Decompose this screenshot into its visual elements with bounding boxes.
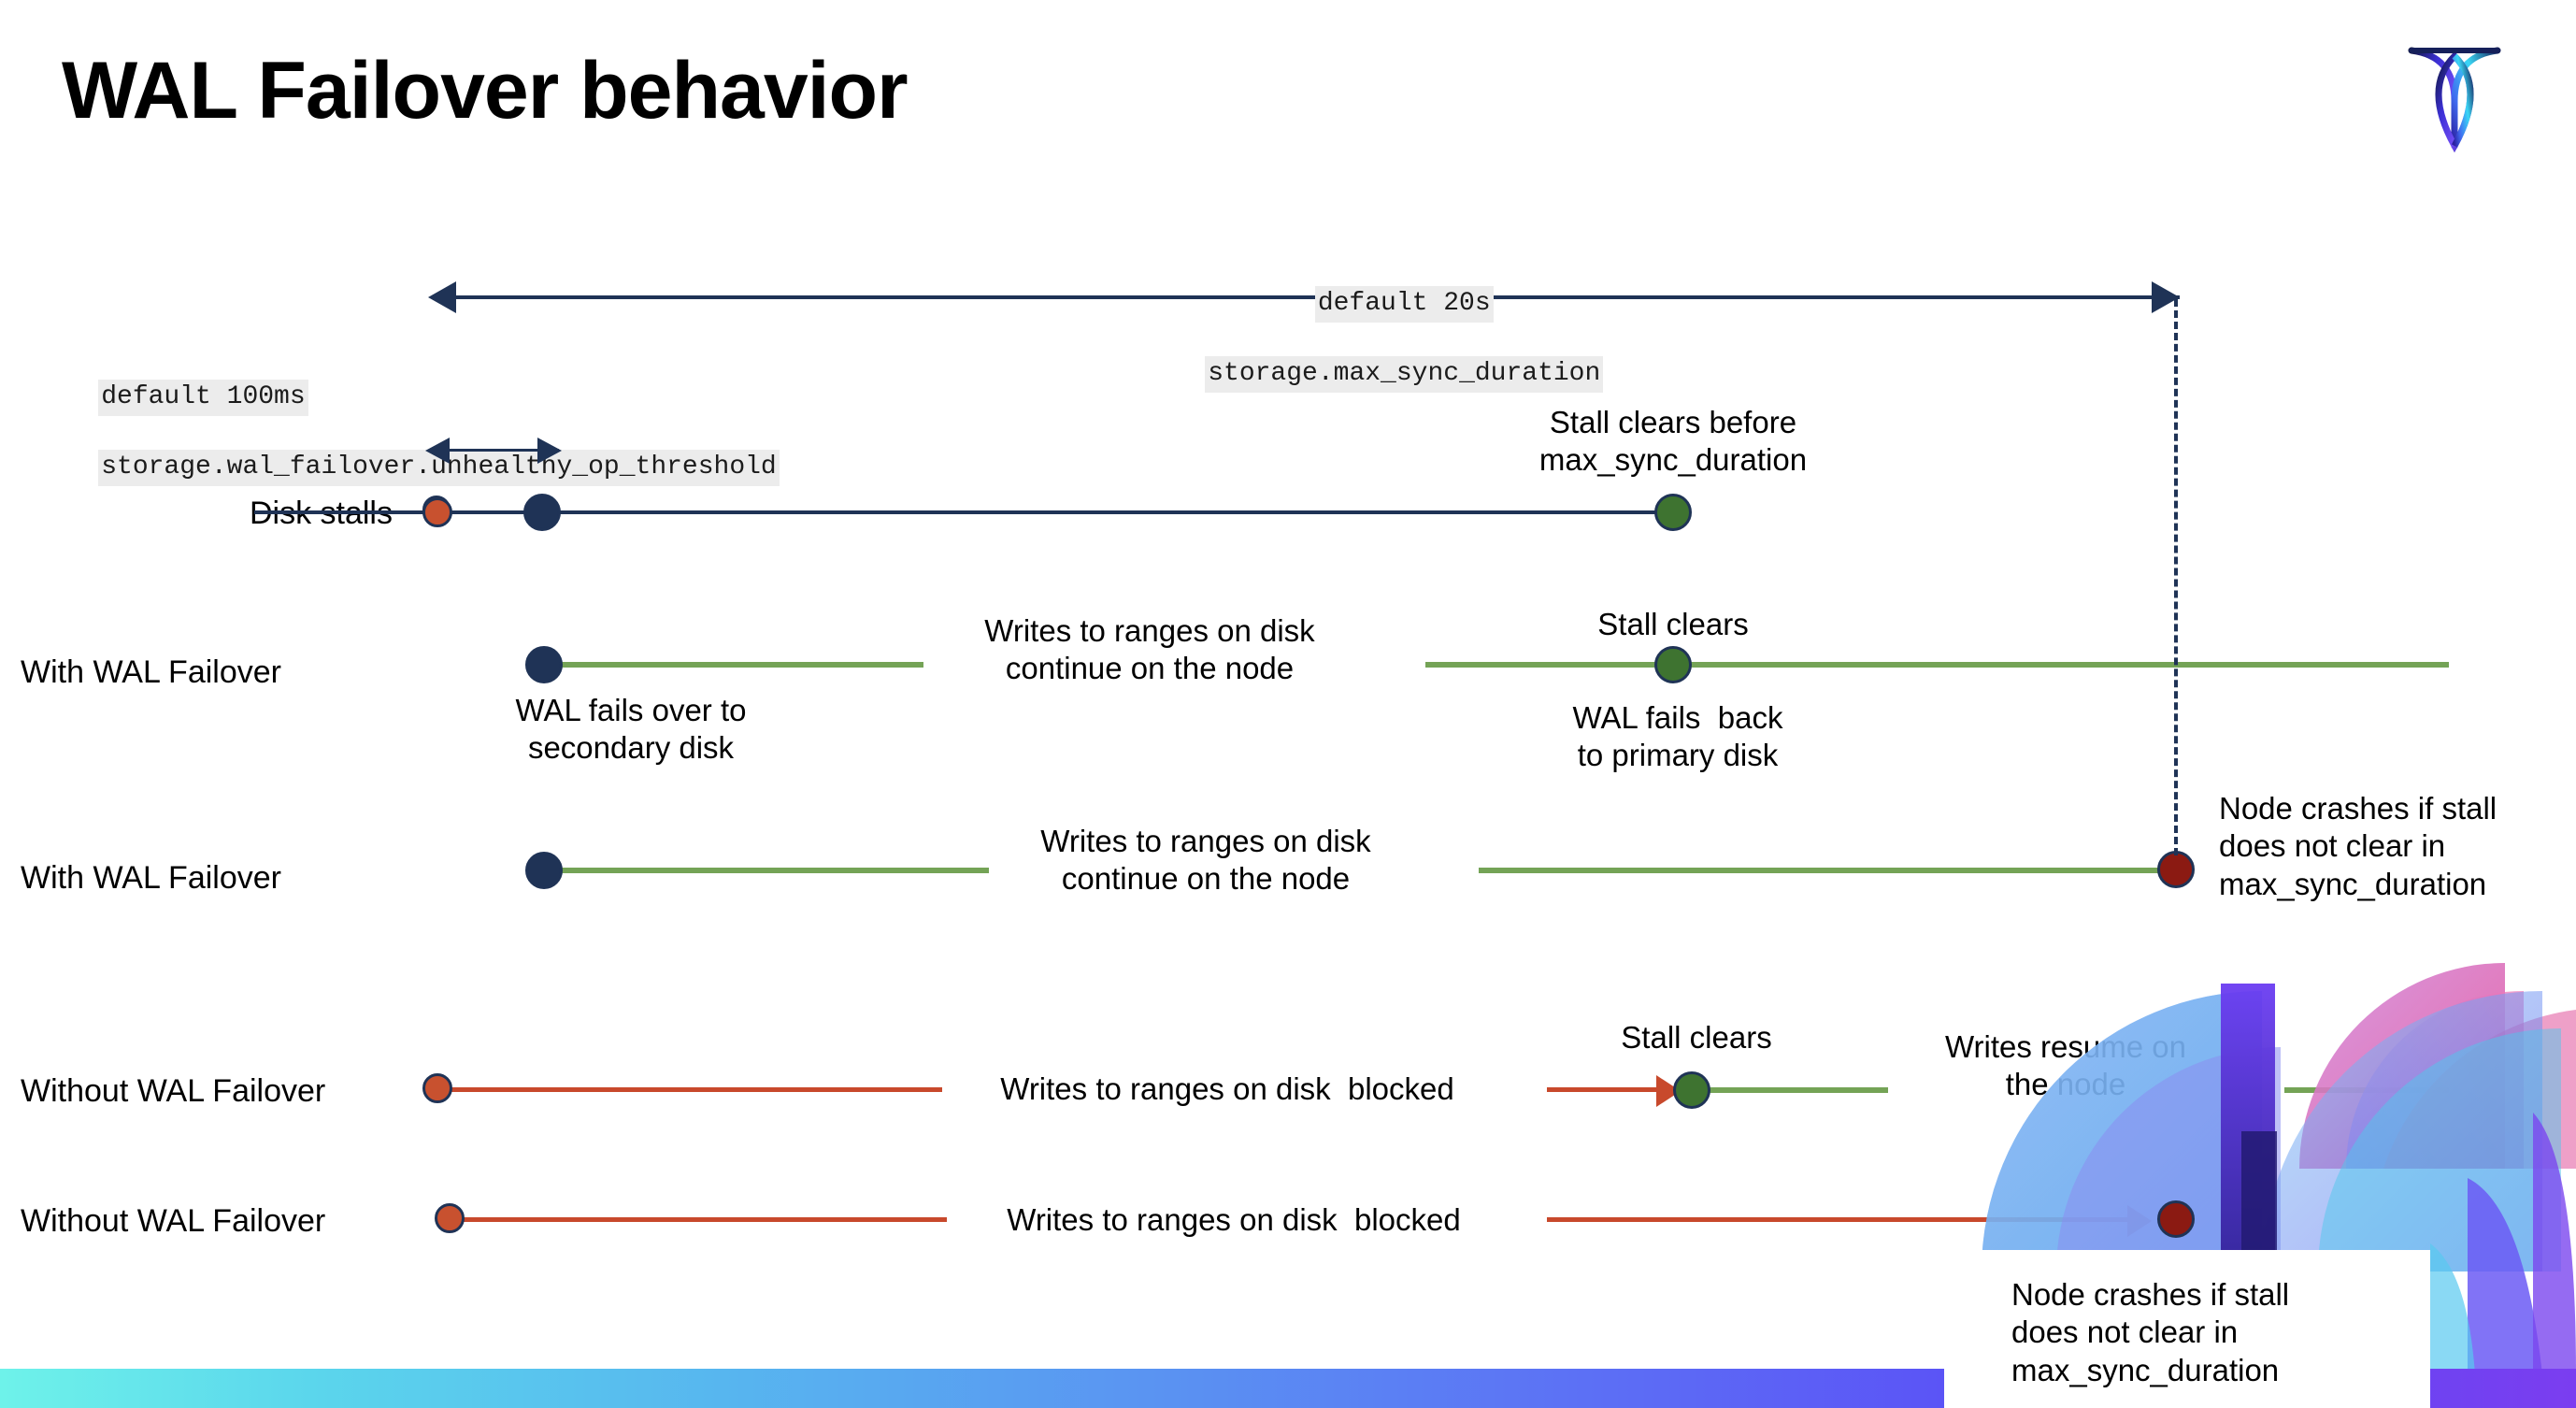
disk-stalls-track [254, 510, 1675, 514]
note-wal-fails-over: WAL fails over to secondary disk [515, 693, 747, 766]
disk-stalls-start-marker [422, 497, 452, 527]
node-crash-marker-row5 [2157, 1200, 2195, 1238]
wal-failover-track-left [540, 662, 923, 668]
note-node-crashes-row3: Node crashes if stall does not clear in … [2219, 791, 2497, 901]
threshold-arrow-left-head [425, 438, 450, 464]
wal-failover-crash-track-left [540, 868, 989, 873]
without-wal-blocked-track-right [1547, 1087, 1667, 1092]
wal-failover-start-marker [525, 646, 563, 683]
without-wal-crash-track-left [453, 1217, 947, 1222]
note-writes-continue-1: Writes to ranges on disk continue on the… [984, 613, 1315, 686]
note-writes-resume: Writes resume on the node [1945, 1029, 2186, 1102]
note-writes-blocked-2: Writes to ranges on disk blocked [1007, 1202, 1461, 1237]
unhealthy-op-default-label: default 100ms [98, 380, 308, 416]
max-sync-drop-line [2174, 299, 2178, 855]
page-title: WAL Failover behavior [62, 46, 909, 136]
max-sync-setting-label: storage.max_sync_duration [1205, 356, 1604, 393]
without-wal-resume-track-left [1706, 1087, 1888, 1093]
note-node-crashes-row5: Node crashes if stall does not clear in … [2011, 1277, 2290, 1387]
disk-stalls-threshold-marker [523, 494, 561, 531]
node-crash-callout-box: Node crashes if stall does not clear in … [1944, 1250, 2430, 1408]
cockroachdb-logo-icon [2398, 28, 2511, 159]
row-label-with-wal-failover-1: With WAL Failover [21, 654, 281, 690]
wal-failback-marker [1654, 646, 1692, 683]
node-crash-marker-row3 [2157, 851, 2195, 888]
note-writes-continue-2: Writes to ranges on disk continue on the… [1040, 824, 1371, 897]
wal-failover-crash-start-marker [525, 852, 563, 889]
max-sync-arrow-left-head [428, 281, 456, 313]
max-sync-default-label: default 20s [1314, 286, 1494, 323]
note-stall-clears-row2: Stall clears [1597, 607, 1749, 641]
without-wal-stall-start-marker-1 [422, 1073, 452, 1103]
row-label-without-wal-failover-2: Without WAL Failover [21, 1203, 326, 1239]
note-stall-clears-row4: Stall clears [1621, 1020, 1772, 1055]
without-wal-stall-start-marker-2 [435, 1203, 465, 1233]
without-wal-crash-arrowhead [2127, 1205, 2152, 1237]
max-sync-duration-setting: default 20s storage.max_sync_duration [1142, 252, 1604, 426]
threshold-arrow-right-head [537, 438, 562, 464]
without-wal-blocked-track-left [441, 1087, 942, 1092]
threshold-span-line [447, 449, 559, 452]
note-wal-fails-back: WAL fails back to primary disk [1572, 700, 1783, 773]
without-wal-crash-track-right [1547, 1217, 2136, 1222]
unhealthy-op-threshold-setting: default 100ms storage.wal_failover.unhea… [36, 346, 780, 520]
note-stall-clears-before-maxsync: Stall clears before max_sync_duration [1538, 405, 1808, 478]
note-writes-blocked-1: Writes to ranges on disk blocked [1000, 1071, 1454, 1106]
without-wal-stall-clears-marker [1673, 1071, 1710, 1109]
wal-failover-crash-track-right [1479, 868, 2175, 873]
wal-failover-track-right [1425, 662, 2449, 668]
without-wal-resume-track-right [2284, 1087, 2449, 1093]
row-label-with-wal-failover-2: With WAL Failover [21, 860, 281, 896]
row-label-without-wal-failover-1: Without WAL Failover [21, 1073, 326, 1109]
disk-stalls-clears-marker [1654, 494, 1692, 531]
